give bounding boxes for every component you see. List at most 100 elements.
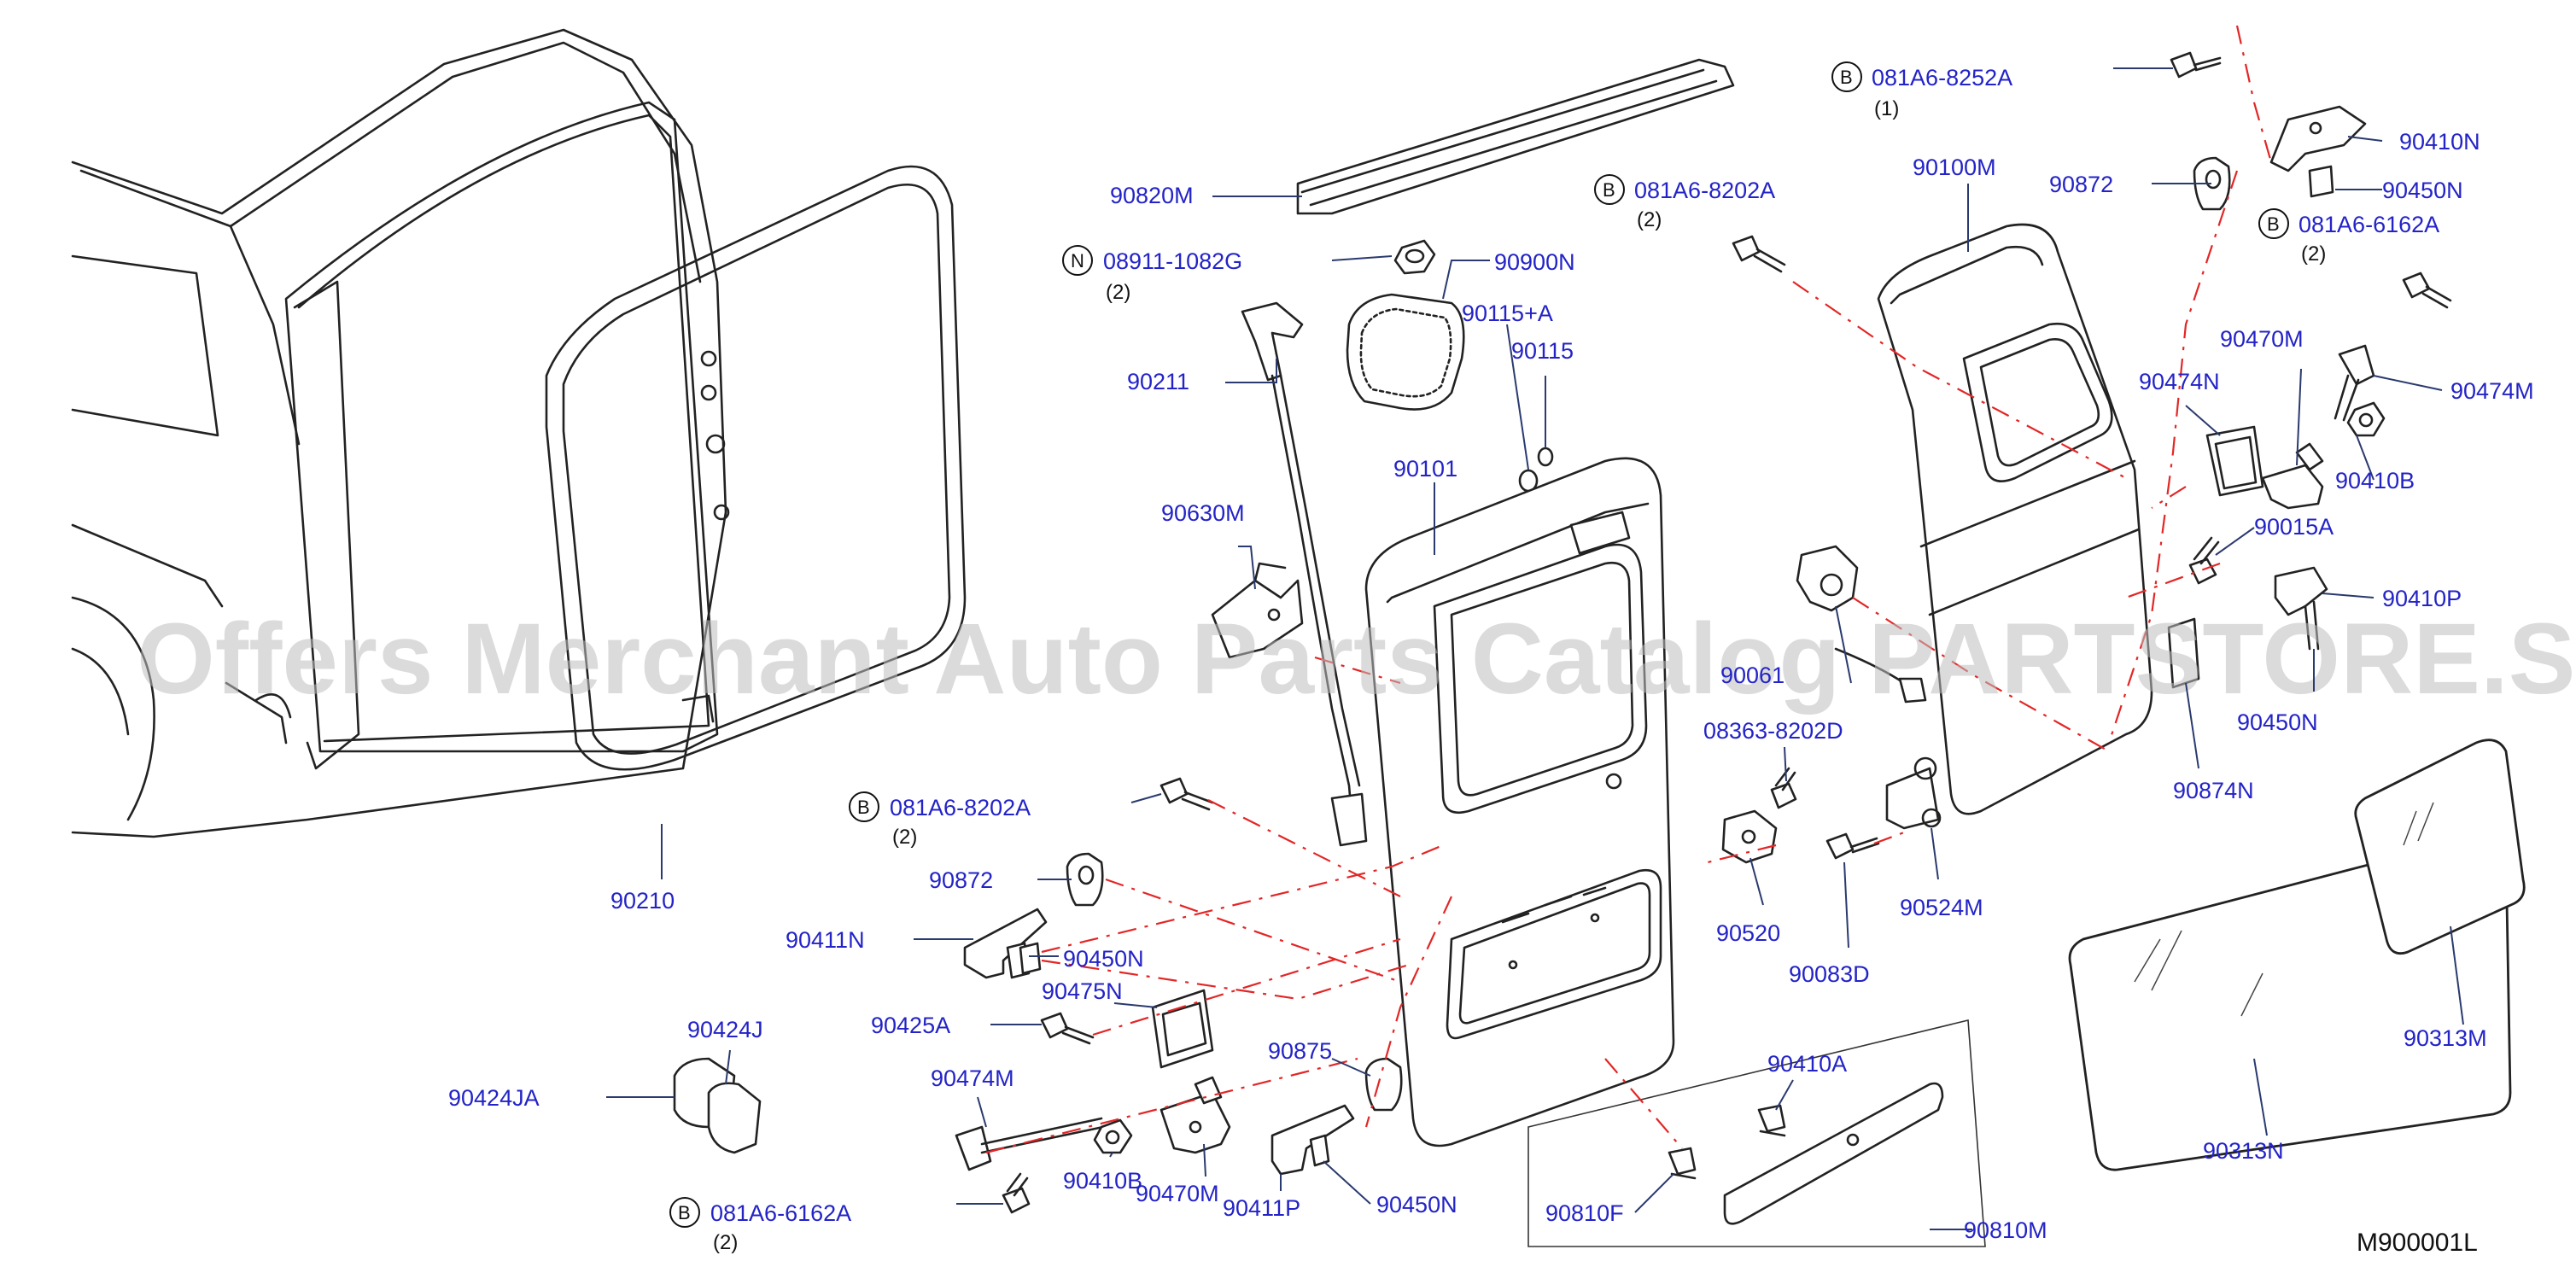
clip-90450N-left-drawing: [1019, 942, 1042, 975]
label-90425A: 90425A: [871, 1013, 950, 1038]
label-90875: 90875: [1268, 1038, 1332, 1064]
hinge-90410N-drawing: [2269, 105, 2367, 198]
label-90410B-right: 90410B: [2335, 468, 2415, 493]
label-90061: 90061: [1720, 663, 1785, 688]
label-90083D: 90083D: [1789, 961, 1870, 987]
bolt-drawings: [1002, 51, 2452, 1214]
hinge-90470M-right-drawing: [2205, 425, 2324, 510]
svg-text:(2): (2): [713, 1231, 738, 1254]
hinge-90411P-drawing: [1270, 1104, 1355, 1176]
door-90100M-drawing: [1877, 223, 2153, 815]
label-90015A: 90015A: [2254, 514, 2334, 540]
nut-90410B-right-drawing: [2346, 401, 2386, 437]
fastener-callout-2: B 081A6-8202A (2): [1594, 174, 1775, 231]
label-90411P: 90411P: [1223, 1195, 1300, 1221]
fastener-callout-6: B 081A6-6162A (2): [669, 1197, 1003, 1254]
grommet-90115-drawing: [1537, 447, 1554, 467]
label-90100M: 90100M: [1913, 155, 1996, 180]
label-90410B-left: 90410B: [1063, 1168, 1142, 1194]
label-90450N-bottom: 90450N: [1376, 1192, 1457, 1217]
label-90211: 90211: [1127, 369, 1189, 394]
rod-90211-drawing: [1241, 301, 1368, 847]
fastener-code-6: 081A6-6162A: [710, 1200, 851, 1226]
svg-text:(2): (2): [2301, 242, 2326, 266]
fastener-code-2: 081A6-8202A: [1634, 178, 1775, 203]
fastener-callout-1: B 081A6-8252A (1): [1831, 61, 2012, 120]
nut-90410B-left-drawing: [1093, 1118, 1133, 1154]
svg-text:B: B: [2267, 213, 2280, 235]
door-90101-drawing: [1364, 457, 1675, 1147]
label-90872-top: 90872: [2049, 172, 2113, 197]
label-90820M: 90820M: [1110, 183, 1194, 208]
label-90450N-left: 90450N: [1063, 946, 1144, 972]
label-90210: 90210: [610, 888, 675, 914]
svg-text:(2): (2): [892, 826, 917, 849]
label-90810M: 90810M: [1964, 1217, 2047, 1243]
svg-text:N: N: [1071, 250, 1084, 272]
label-90474M-right: 90474M: [2450, 378, 2534, 404]
part-labels: 90820M 90900N 90115+A 90115 90211 90101 …: [448, 129, 2534, 1243]
van-body-drawing: [71, 28, 730, 838]
label-90313N: 90313N: [2203, 1138, 2284, 1164]
cover-90900N-drawing: [1346, 293, 1465, 411]
fastener-callout-3: B 081A6-6162A (2): [2258, 208, 2439, 266]
label-90475N: 90475N: [1042, 978, 1123, 1004]
bracket-90424J-drawing: [673, 1057, 762, 1154]
bumper-90875-drawing: [1364, 1057, 1403, 1112]
bumper-90872-top-drawing: [2193, 156, 2231, 211]
label-90410P: 90410P: [2382, 586, 2462, 611]
label-90520: 90520: [1716, 920, 1780, 946]
holder-90475N-drawing: [1151, 989, 1214, 1069]
svg-text:B: B: [1603, 179, 1615, 201]
weatherstrip-90820M-drawing: [1296, 58, 1735, 215]
svg-text:(2): (2): [1106, 281, 1130, 304]
label-90450N-mid: 90450N: [2237, 709, 2318, 735]
diagram-id: M900001L: [2357, 1229, 2478, 1257]
label-90470M-left: 90470M: [1136, 1181, 1219, 1206]
bracket-90630M-drawing: [1211, 562, 1304, 659]
label-90474N: 90474N: [2139, 369, 2220, 394]
fastener-code-4: 08911-1082G: [1103, 248, 1242, 274]
fastener-code-7: 08363-8202D: [1703, 718, 1843, 744]
svg-text:B: B: [1840, 67, 1853, 88]
hinge-90470M-left-drawing: [1159, 1076, 1231, 1154]
nut-08911-drawing: [1393, 239, 1436, 275]
svg-text:(2): (2): [1637, 208, 1662, 231]
svg-text:B: B: [857, 797, 870, 818]
glass-90313M-drawing: [2354, 739, 2526, 955]
label-90313M: 90313M: [2404, 1025, 2487, 1051]
label-90874N: 90874N: [2173, 778, 2254, 803]
label-90810F: 90810F: [1545, 1200, 1624, 1226]
label-90474M-left: 90474M: [931, 1066, 1014, 1091]
bracket-90524M-drawing: [1885, 756, 1942, 830]
label-90410N: 90410N: [2399, 129, 2480, 155]
label-90470M-right: 90470M: [2220, 326, 2304, 352]
svg-text:B: B: [678, 1202, 691, 1223]
striker-90520-drawing: [1721, 809, 1778, 864]
alignment-dash-lines: [985, 25, 2273, 1154]
door-seal-90210-drawing: [545, 165, 967, 771]
label-90115A: 90115+A: [1462, 301, 1553, 326]
label-90424JA: 90424JA: [448, 1085, 540, 1111]
fastener-callout-4: N 08911-1082G (2): [1062, 245, 1242, 304]
label-90450N-top: 90450N: [2382, 178, 2463, 203]
label-90101: 90101: [1393, 456, 1457, 482]
pad-90874N-drawing: [2167, 617, 2200, 689]
fastener-code-1: 081A6-8252A: [1872, 65, 2012, 90]
label-90900N: 90900N: [1494, 249, 1575, 275]
label-90410A: 90410A: [1767, 1051, 1847, 1077]
bumper-90872-left-drawing: [1066, 852, 1104, 907]
label-90115: 90115: [1511, 338, 1574, 364]
check-link-90474M-left-drawing: [955, 1117, 1105, 1171]
fastener-code-5: 081A6-8202A: [890, 795, 1031, 820]
watermark-text: Offers Merchant Auto Parts Catalog PARTS…: [137, 603, 2576, 715]
fastener-callout-5: B 081A6-8202A (2): [849, 791, 1162, 849]
finisher-90810M-drawing: [1527, 1019, 1986, 1247]
label-90411N: 90411N: [786, 927, 865, 953]
svg-text:(1): (1): [1874, 97, 1899, 120]
label-90630M: 90630M: [1161, 500, 1245, 526]
label-90524M: 90524M: [1900, 895, 1983, 920]
fastener-callout-7: 08363-8202D: [1703, 718, 1843, 782]
